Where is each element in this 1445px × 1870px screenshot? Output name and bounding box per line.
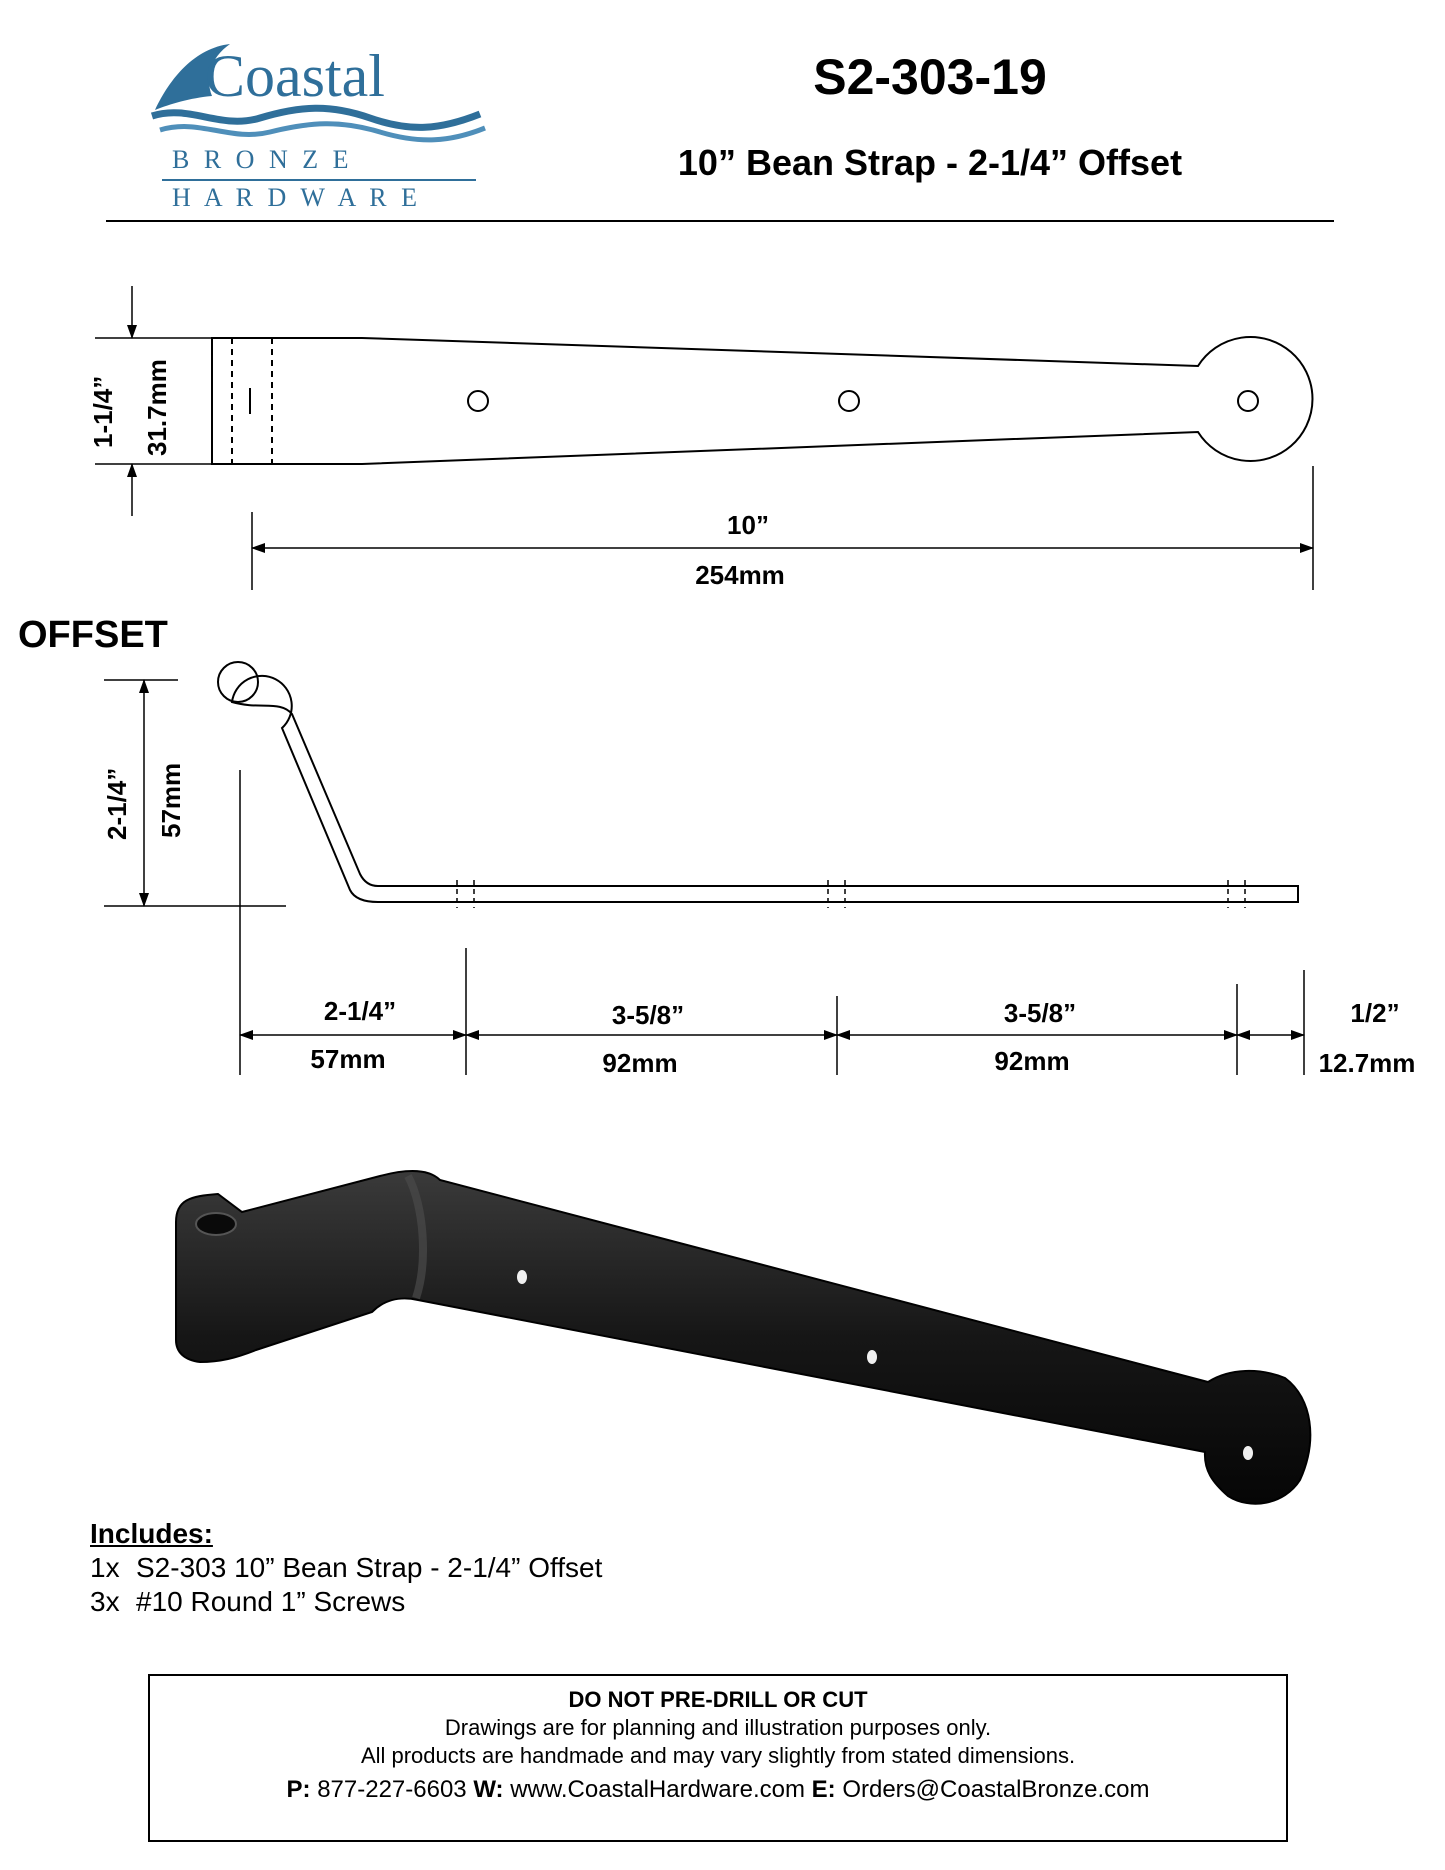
pivot-eye-render [195, 1212, 237, 1236]
spacing-4-mm: 12.7mm [1319, 1048, 1416, 1078]
offset-mm-label: 57mm [156, 763, 186, 838]
web-label: W: [473, 1776, 504, 1803]
offset-section-label: OFFSET [18, 614, 168, 656]
spacing-2-mm: 92mm [602, 1048, 677, 1078]
footer-contact: P: 877-227-6603 W: www.CoastalHardware.c… [150, 1776, 1286, 1804]
footer-disclaimer-box: DO NOT PRE-DRILL OR CUT Drawings are for… [148, 1674, 1288, 1842]
height-dimension [95, 286, 212, 516]
spacing-1-mm: 57mm [310, 1044, 385, 1074]
height-mm-label: 31.7mm [142, 359, 172, 456]
screw-hole-3 [1237, 390, 1259, 412]
offset-in-label: 2-1/4” [102, 768, 132, 840]
technical-drawing: 1-1/4” 31.7mm 10” 254mm 2-1/4” 57mm [88, 286, 1416, 1078]
strap-bend-highlight [404, 1174, 427, 1300]
email-label: E: [811, 1776, 836, 1803]
strap-body-render [175, 1170, 1312, 1505]
strap-offset-view [217, 661, 1299, 908]
strap-top-view [211, 336, 1314, 465]
footer-note-1: Drawings are for planning and illustrati… [444, 1715, 992, 1740]
spacing-2-in: 3-5/8” [612, 1000, 684, 1030]
length-dimension [251, 466, 1314, 590]
screw-hole-render-3 [1243, 1446, 1253, 1460]
includes-item: 1x S2-303 10” Bean Strap - 2-1/4” Offset [90, 1552, 602, 1584]
includes-item-qty: 3x [90, 1586, 120, 1617]
includes-item: 3x #10 Round 1” Screws [90, 1586, 405, 1618]
wave-crest-icon [155, 44, 230, 110]
product-sku: S2-303-19 [813, 49, 1047, 105]
wave-line-2 [159, 121, 486, 143]
includes-item-desc: S2-303 10” Bean Strap - 2-1/4” Offset [136, 1552, 603, 1583]
wave-line-1 [150, 104, 482, 131]
offset-height-dimension [104, 679, 286, 907]
strap-3d-render [175, 1170, 1312, 1505]
spacing-3-in: 3-5/8” [1004, 998, 1076, 1028]
spacing-dimensions [239, 770, 1305, 1075]
includes-item-qty: 1x [90, 1552, 120, 1583]
header-divider [106, 220, 1334, 222]
height-in-label: 1-1/4” [88, 376, 118, 448]
logo-line-hardware: H A R D W A R E [172, 183, 421, 208]
footer-note-2: All products are handmade and may vary s… [360, 1743, 1076, 1768]
coastal-bronze-logo: Coastal B R O N Z E H A R D W A R E [150, 43, 486, 208]
length-in-label: 10” [727, 510, 769, 540]
screw-hole-render-1 [517, 1270, 527, 1284]
website-link[interactable]: www.CoastalHardware.com [510, 1776, 805, 1803]
footer-warning: DO NOT PRE-DRILL OR CUT [568, 1687, 868, 1712]
email-link[interactable]: Orders@CoastalBronze.com [842, 1776, 1150, 1803]
length-mm-label: 254mm [695, 560, 785, 590]
spacing-3-mm: 92mm [994, 1046, 1069, 1076]
includes-item-desc: #10 Round 1” Screws [136, 1586, 406, 1617]
screw-hole-1 [467, 390, 489, 412]
screw-hole-2 [838, 390, 860, 412]
spacing-4-in: 1/2” [1350, 998, 1399, 1028]
product-title: 10” Bean Strap - 2-1/4” Offset [677, 142, 1183, 183]
logo-wordmark: Coastal [205, 43, 385, 109]
phone-label: P: [286, 1776, 311, 1803]
screw-hole-render-2 [867, 1350, 877, 1364]
phone-number[interactable]: 877-227-6603 [317, 1776, 467, 1803]
includes-heading: Includes: [90, 1518, 213, 1549]
spacing-1-in: 2-1/4” [324, 996, 396, 1026]
logo-line-bronze: B R O N Z E [172, 145, 353, 174]
pivot-hole [217, 661, 259, 703]
